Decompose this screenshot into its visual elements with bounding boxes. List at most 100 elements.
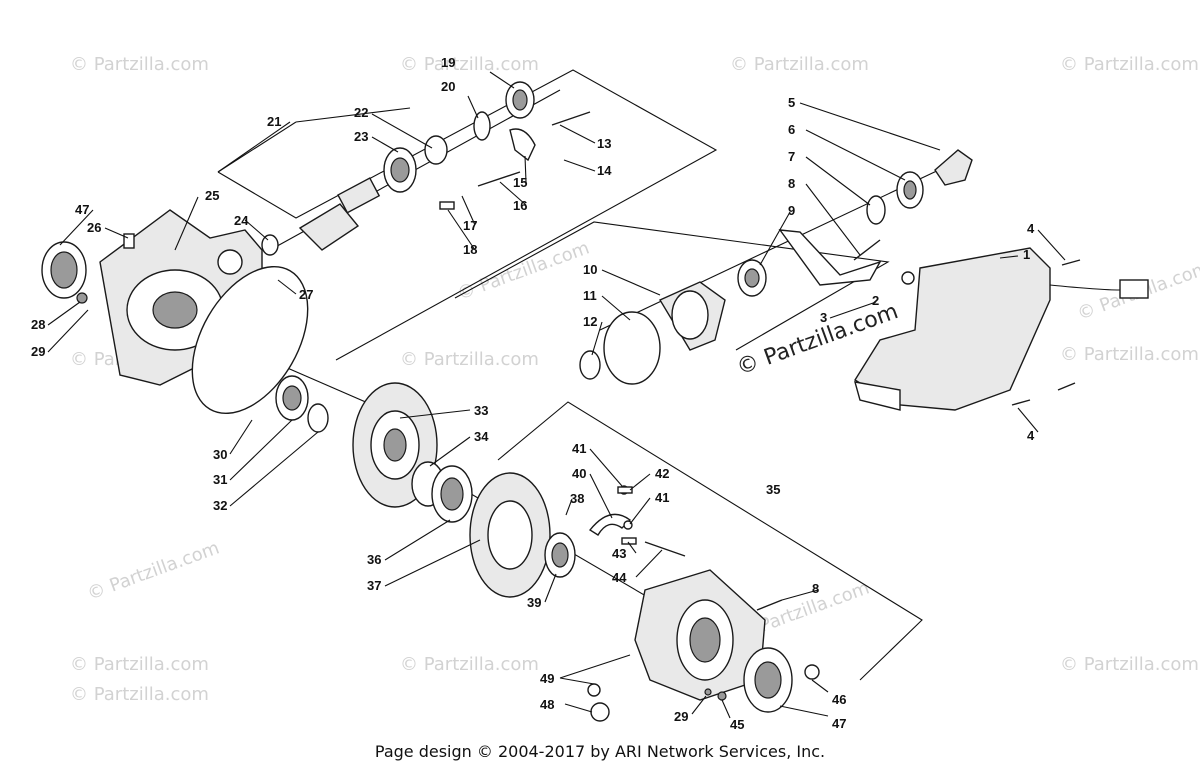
collar-37-inner <box>487 500 533 570</box>
leader-1 <box>999 255 1019 259</box>
callout-47b: 47 <box>832 716 846 731</box>
bearing-36-inner <box>440 477 464 511</box>
leader-31 <box>229 419 293 481</box>
leader-4a <box>1037 229 1066 261</box>
callout-41b: 41 <box>655 490 669 505</box>
leader-46 <box>811 679 829 693</box>
leader-6 <box>805 129 906 181</box>
callout-34: 34 <box>474 429 489 444</box>
leader-21 <box>217 121 291 173</box>
callout-11: 11 <box>583 288 597 303</box>
assembly-brackets <box>217 69 923 681</box>
callout-32: 32 <box>213 498 227 513</box>
leader-29 <box>47 309 89 353</box>
actuator-wire <box>1049 284 1121 291</box>
callout-33: 33 <box>474 403 488 418</box>
ring-gear-bore <box>383 428 407 462</box>
leader-7 <box>805 156 871 206</box>
plug-48 <box>590 702 610 722</box>
bracket-9b <box>778 229 882 286</box>
watermark-text: © Partzilla.com <box>1060 54 1199 75</box>
watermark-text: © Partzilla.com <box>400 349 539 370</box>
leader-44 <box>635 549 663 578</box>
bearing-31-inner <box>282 385 302 411</box>
screw-4c <box>1011 399 1031 406</box>
watermark-text: © Partzilla.com <box>1060 654 1199 675</box>
leader-19 <box>489 71 515 89</box>
callout-15: 15 <box>513 175 527 190</box>
leader-4b <box>1017 407 1039 433</box>
ring-20 <box>473 111 491 141</box>
leader-23 <box>371 136 399 153</box>
callout-44: 44 <box>612 570 627 585</box>
callout-30: 30 <box>213 447 227 462</box>
callout-5: 5 <box>788 95 795 110</box>
callout-4b: 4 <box>1027 428 1035 443</box>
bracket-21 <box>217 69 718 361</box>
pinion-shaft <box>337 177 381 214</box>
bearing-6-inner <box>903 180 917 200</box>
watermark-text: © Partzilla.com <box>400 54 539 75</box>
callout-42: 42 <box>655 466 669 481</box>
callout-22: 22 <box>354 105 368 120</box>
callout-37: 37 <box>367 578 381 593</box>
bolt-8b <box>756 599 783 611</box>
leader-49b <box>559 677 595 685</box>
oring-30 <box>191 265 309 415</box>
callout-27: 27 <box>299 287 313 302</box>
callout-24: 24 <box>234 213 249 228</box>
oring-2 <box>901 271 915 285</box>
callout-16: 16 <box>513 198 527 213</box>
gear-5 <box>934 149 973 186</box>
screw-4a <box>1061 259 1081 266</box>
washer-46 <box>804 664 820 680</box>
watermark-text: © Partzilla.com <box>730 54 869 75</box>
leader-47b <box>779 705 829 717</box>
callout-1: 1 <box>1023 247 1030 262</box>
bolt-8 <box>853 239 881 261</box>
watermark-text: © Partzilla.com <box>85 537 223 604</box>
callout-labels: 1 2 3 4 4 5 6 7 8 8 9 10 11 12 13 14 15 … <box>31 55 1035 732</box>
leader-9 <box>759 211 791 266</box>
leader-36 <box>384 519 451 561</box>
callout-9: 9 <box>788 203 795 218</box>
callout-35: 35 <box>766 482 780 497</box>
callout-41a: 41 <box>572 441 586 456</box>
callout-18: 18 <box>463 242 477 257</box>
leader-41a <box>589 448 623 487</box>
callout-3: 3 <box>820 310 827 325</box>
shim-32 <box>307 403 329 433</box>
leader-22 <box>371 113 433 149</box>
leader-12 <box>591 321 603 356</box>
leader-34 <box>429 436 471 467</box>
screw-4b <box>1057 382 1076 391</box>
bearing-9a-inner <box>744 268 760 288</box>
leader-15 <box>524 155 527 183</box>
callout-40: 40 <box>572 466 586 481</box>
callout-19: 19 <box>441 55 455 70</box>
leader-18 <box>447 209 476 251</box>
plug-28 <box>76 292 88 304</box>
leader-20 <box>467 95 479 119</box>
seal-47b-inner <box>754 661 782 699</box>
callout-36: 36 <box>367 552 381 567</box>
callout-47a: 47 <box>75 202 89 217</box>
clip-41b <box>623 520 633 530</box>
bearing-23-inner <box>390 157 410 183</box>
callout-31: 31 <box>213 472 227 487</box>
ring-7 <box>866 195 886 225</box>
leader-8b <box>781 589 819 601</box>
washer-45 <box>717 691 727 701</box>
leader-16 <box>499 181 527 206</box>
leader-48 <box>564 703 593 713</box>
leader-25 <box>174 196 199 251</box>
gasket-11 <box>603 311 661 385</box>
leader-13 <box>559 124 596 144</box>
spacer-22 <box>424 135 448 165</box>
leader-14 <box>563 159 596 172</box>
leader-11 <box>601 295 631 321</box>
leader-8 <box>805 183 861 256</box>
callout-29: 29 <box>31 344 45 359</box>
callout-17: 17 <box>463 218 477 233</box>
